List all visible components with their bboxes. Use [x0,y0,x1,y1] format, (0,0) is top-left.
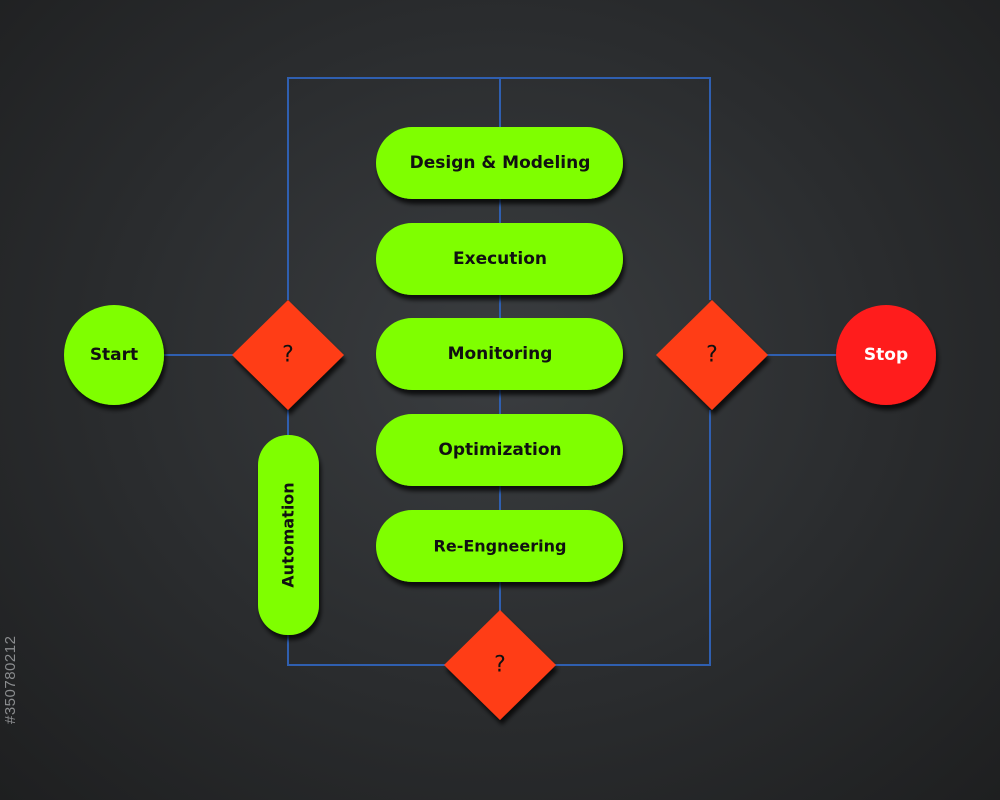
re-engineering-label: Re-Engneering [434,537,567,556]
decision-left-label: ? [282,343,294,368]
stop-label: Stop [864,345,908,365]
process-optimization: Optimization [376,414,623,486]
design-modeling-label: Design & Modeling [410,153,591,173]
decision-right: ? [656,300,768,410]
process-execution: Execution [376,223,623,295]
stock-id-stamp: #350780212 [2,635,19,725]
decision-left: ? [232,300,344,410]
start-node: Start [64,305,164,405]
process-automation: Automation [258,435,319,635]
execution-label: Execution [453,249,547,269]
monitoring-label: Monitoring [448,344,553,364]
decision-bottom: ? [444,610,556,720]
process-re-engineering: Re-Engneering [376,510,623,582]
process-design-modeling: Design & Modeling [376,127,623,199]
stop-node: Stop [836,305,936,405]
optimization-label: Optimization [438,440,561,460]
connector-right-bottom [555,410,711,666]
decision-bottom-label: ? [494,653,506,678]
decision-right-label: ? [706,343,718,368]
automation-label: Automation [279,482,298,587]
process-monitoring: Monitoring [376,318,623,390]
start-label: Start [90,345,138,365]
